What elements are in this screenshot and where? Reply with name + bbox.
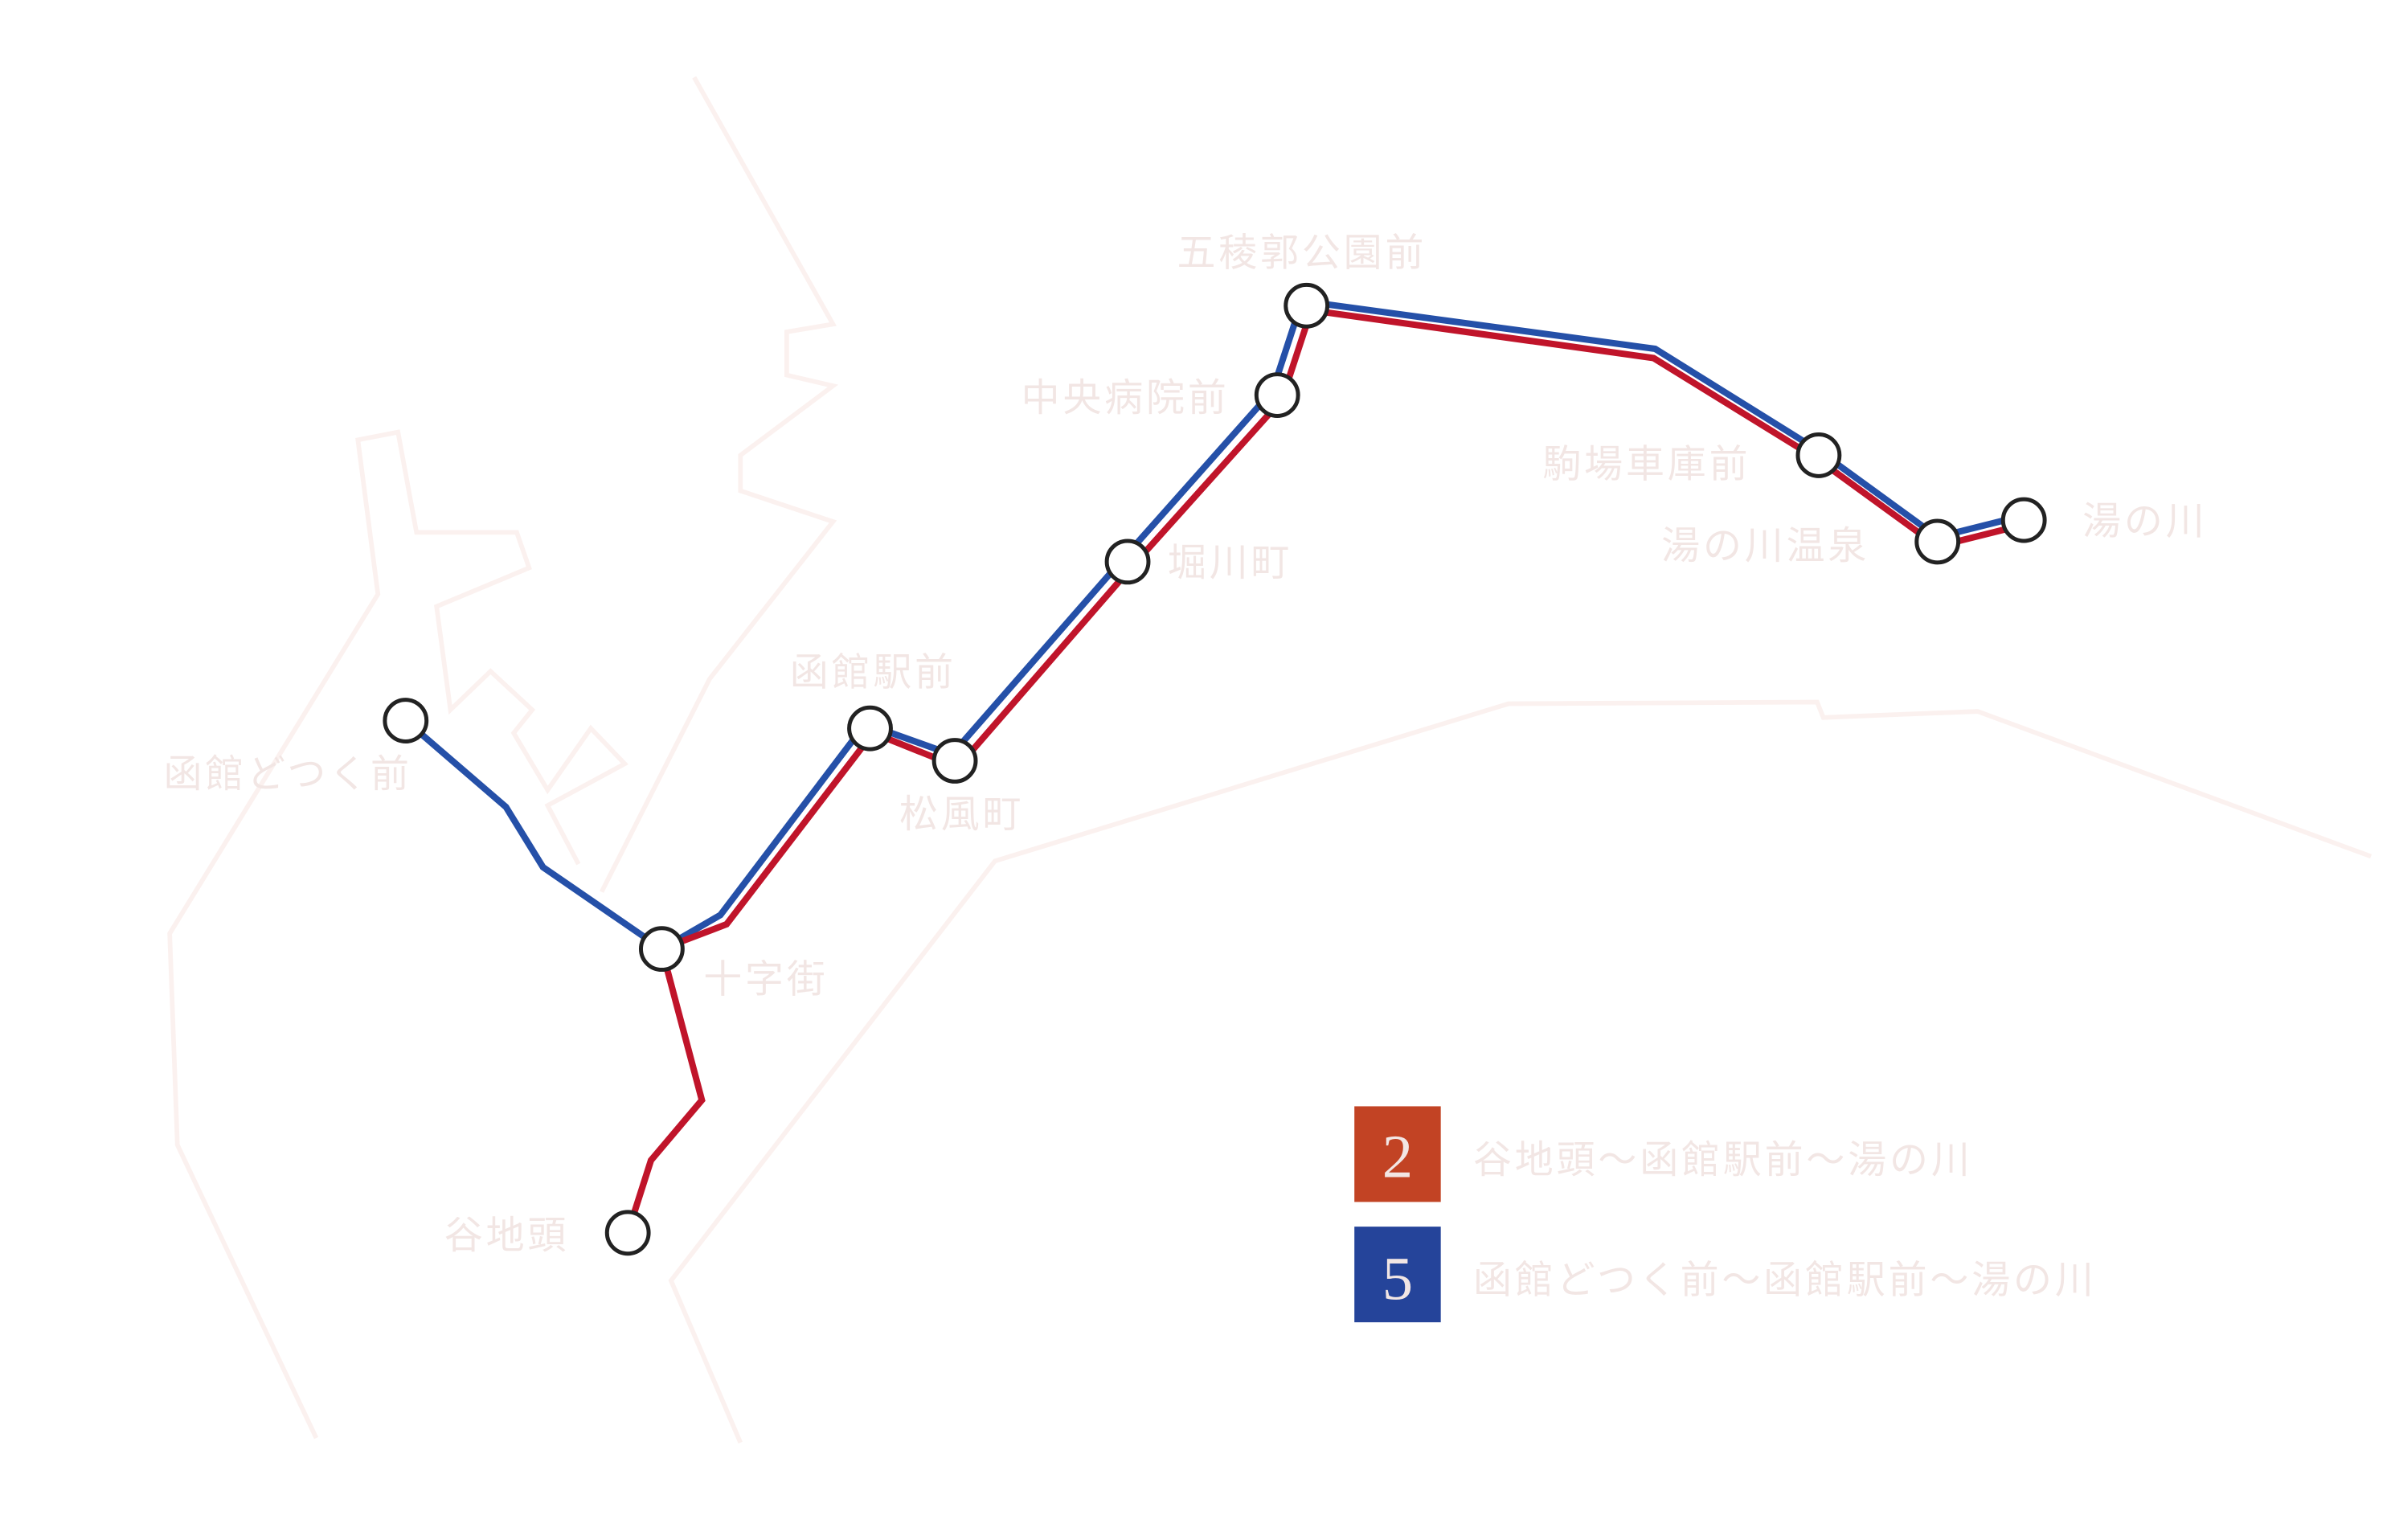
coastline-background — [167, 76, 2373, 1444]
coastline-west — [167, 429, 629, 1440]
station-juji[interactable] — [638, 926, 685, 973]
station-labels: 函館どつく前 十字街 谷地頭 函館駅前 松風町 堀川町 中央病院前 五稜郭公園前… — [163, 230, 2207, 1258]
legend-item-route-5: 5 函館どつく前～函館駅前～湯の川 — [1354, 1227, 2097, 1323]
station-yunokawa-onsen[interactable] — [1914, 518, 1961, 565]
coastline-south — [668, 699, 2373, 1444]
route-5-badge — [1354, 1227, 1441, 1323]
label-komaba: 駒場車庫前 — [1542, 441, 1750, 486]
route-2-line — [624, 306, 2025, 1235]
label-yachigashira: 谷地頭 — [444, 1213, 569, 1258]
route-2-number: 2 — [1382, 1123, 1413, 1191]
station-horikawa[interactable] — [1104, 539, 1151, 585]
label-dock: 函館どつく前 — [163, 752, 411, 797]
station-matsukaze[interactable] — [931, 738, 978, 784]
station-yunokawa[interactable] — [2000, 497, 2047, 543]
label-hakodate-eki: 函館駅前 — [790, 649, 956, 694]
label-matsukaze: 松風町 — [899, 792, 1024, 837]
stations — [383, 282, 2047, 1256]
label-yunokawa: 湯の川 — [2082, 498, 2207, 543]
label-juji: 十字街 — [703, 956, 828, 1001]
route-5-description: 函館どつく前～函館駅前～湯の川 — [1473, 1258, 2097, 1303]
label-chuo-byoin: 中央病院前 — [1021, 375, 1230, 420]
label-horikawa: 堀川町 — [1168, 540, 1292, 585]
route-5-number: 5 — [1382, 1244, 1413, 1313]
station-dock[interactable] — [383, 698, 429, 743]
station-yachigashira[interactable] — [604, 1210, 651, 1256]
station-chuo-byoin[interactable] — [1254, 372, 1300, 419]
route-5-line — [403, 297, 2025, 953]
label-yunokawa-onsen: 湯の川温泉 — [1661, 523, 1869, 568]
route-2-description: 谷地頭～函館駅前～湯の川 — [1473, 1137, 1973, 1182]
station-hakodate-eki[interactable] — [847, 705, 893, 752]
coastline-north — [599, 76, 839, 893]
route-2-badge — [1354, 1106, 1441, 1202]
station-komaba[interactable] — [1795, 432, 1842, 478]
station-goryokaku[interactable] — [1284, 282, 1330, 329]
legend: 2 谷地頭～函館駅前～湯の川 5 函館どつく前～函館駅前～湯の川 — [1354, 1106, 2097, 1323]
label-goryokaku: 五稜郭公園前 — [1177, 230, 1427, 275]
legend-item-route-2: 2 谷地頭～函館駅前～湯の川 — [1354, 1106, 1973, 1202]
